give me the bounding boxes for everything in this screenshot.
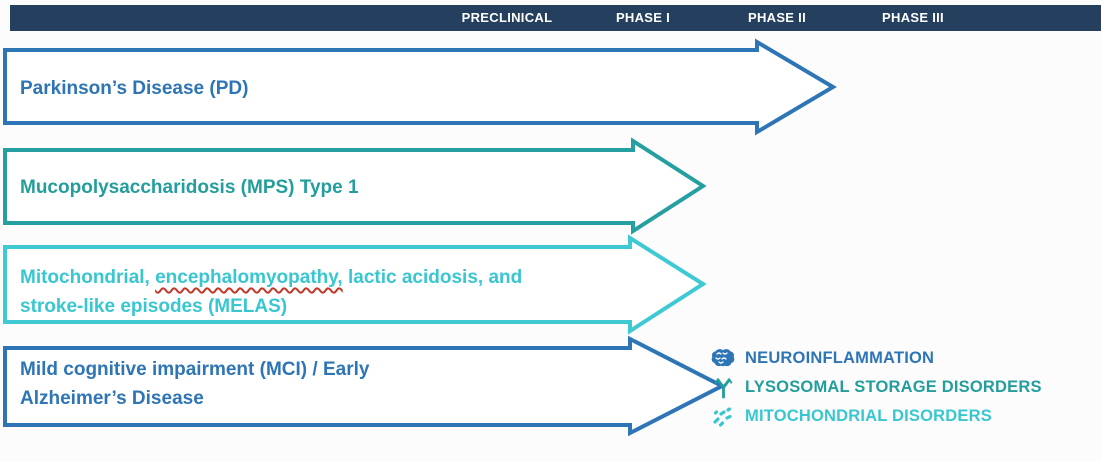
legend-label-neuroinflammation: NEUROINFLAMMATION [745, 349, 935, 367]
row-label-mci: Mild cognitive impairment (MCI) / Early … [20, 355, 369, 413]
arrow-melas [3, 234, 707, 335]
antibody-icon [708, 376, 738, 399]
phase-label-phase1: PHASE I [615, 10, 671, 25]
melas-line2: stroke-like episodes (MELAS) [20, 296, 288, 317]
phase-label-preclinical: PRECLINICAL [461, 10, 553, 25]
melas-text-start: Mitochondrial, [20, 267, 156, 288]
arrow-mps-type1 [3, 137, 707, 235]
legend-label-mitochondrial: MITOCHONDRIAL DISORDERS [745, 407, 992, 425]
row-label-mps: Mucopolysaccharidosis (MPS) Type 1 [20, 177, 359, 198]
phase-header-bar: PRECLINICAL PHASE I PHASE II PHASE III [10, 5, 1101, 31]
mitochondria-scatter-icon [708, 406, 738, 428]
legend-row-mitochondrial: MITOCHONDRIAL DISORDERS [708, 402, 1042, 431]
arrow-mci-alzheimers [3, 335, 727, 437]
brain-icon [708, 348, 738, 370]
phase-label-phase2: PHASE II [747, 10, 807, 25]
legend-label-lysosomal: LYSOSOMAL STORAGE DISORDERS [745, 378, 1042, 396]
melas-text-end: lactic acidosis, and [342, 267, 523, 288]
row-label-parkinsons: Parkinson’s Disease (PD) [20, 78, 249, 99]
row-label-melas: Mitochondrial, encephalomyopathy, lactic… [20, 263, 522, 321]
legend: NEUROINFLAMMATION LYSOSOMAL STORAGE DISO… [708, 344, 1042, 431]
arrow-parkinsons-disease [3, 38, 837, 136]
mci-line1: Mild cognitive impairment (MCI) / Early [20, 359, 370, 380]
phase-label-phase3: PHASE III [882, 10, 944, 25]
legend-row-lysosomal: LYSOSOMAL STORAGE DISORDERS [708, 373, 1042, 402]
legend-row-neuroinflammation: NEUROINFLAMMATION [708, 344, 1042, 373]
melas-spellchecked-word: encephalomyopathy, [155, 267, 343, 288]
mci-line2: Alzheimer’s Disease [20, 388, 204, 409]
